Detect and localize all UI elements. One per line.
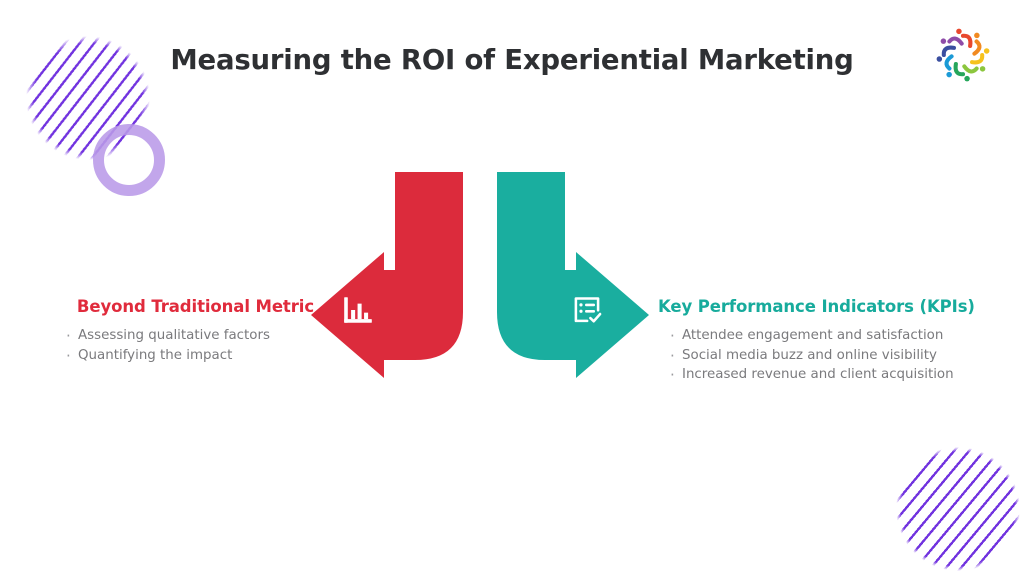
arrow-diagram — [300, 164, 660, 388]
left-text-block: Beyond Traditional Metric Assessing qual… — [38, 296, 314, 366]
right-bullet-list: Attendee engagement and satisfaction Soc… — [666, 326, 978, 385]
diagonal-stripe-circle-decoration — [896, 447, 1020, 571]
list-item: Assessing qualitative factors — [62, 326, 314, 346]
page-title: Measuring the ROI of Experiential Market… — [170, 44, 854, 76]
left-block-heading: Beyond Traditional Metric — [76, 297, 314, 316]
list-item: Social media buzz and online visibility — [666, 346, 978, 366]
list-item: Attendee engagement and satisfaction — [666, 326, 978, 346]
checklist-check-icon — [571, 293, 605, 327]
list-item: Quantifying the impact — [62, 346, 314, 366]
left-bullet-list: Assessing qualitative factors Quantifyin… — [62, 326, 314, 366]
bar-chart-icon — [341, 293, 375, 327]
left-arrow-shape — [311, 172, 463, 378]
right-block-heading: Key Performance Indicators (KPIs) — [658, 297, 975, 316]
purple-ring-decoration — [93, 124, 165, 196]
list-item: Increased revenue and client acquisition — [666, 365, 978, 385]
right-arrow-shape — [497, 172, 649, 378]
circular-people-network-logo — [931, 23, 995, 87]
right-text-block: Key Performance Indicators (KPIs) Attend… — [658, 296, 978, 386]
